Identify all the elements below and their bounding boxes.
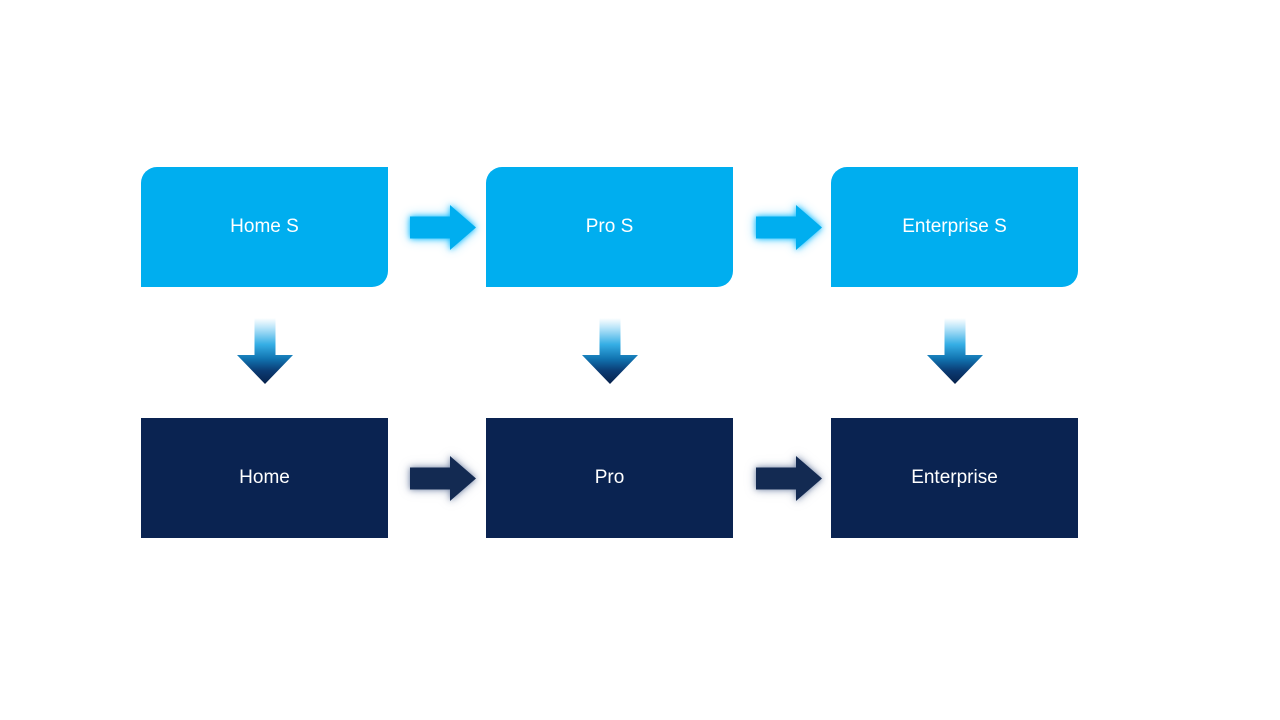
box-pro-label: Pro: [594, 466, 625, 488]
box-enterprise-s-label: Enterprise S: [902, 215, 1007, 237]
box-home: Home: [141, 418, 388, 538]
down-arrow-icon: [237, 318, 293, 384]
box-pro-s: Pro S: [486, 167, 733, 287]
box-pro: Pro: [486, 418, 733, 538]
right-arrow-icon: [756, 456, 822, 501]
box-enterprise: Enterprise: [831, 418, 1078, 538]
right-arrow-icon: [756, 205, 822, 250]
right-arrow-icon: [410, 456, 476, 501]
box-home-s: Home S: [141, 167, 388, 287]
right-arrow-icon: [410, 205, 476, 250]
box-enterprise-label: Enterprise: [911, 466, 998, 488]
box-home-label: Home: [239, 466, 290, 488]
box-home-s-label: Home S: [230, 215, 299, 237]
down-arrow-icon: [582, 318, 638, 384]
down-arrow-icon: [927, 318, 983, 384]
box-enterprise-s: Enterprise S: [831, 167, 1078, 287]
box-pro-s-label: Pro S: [585, 215, 634, 237]
